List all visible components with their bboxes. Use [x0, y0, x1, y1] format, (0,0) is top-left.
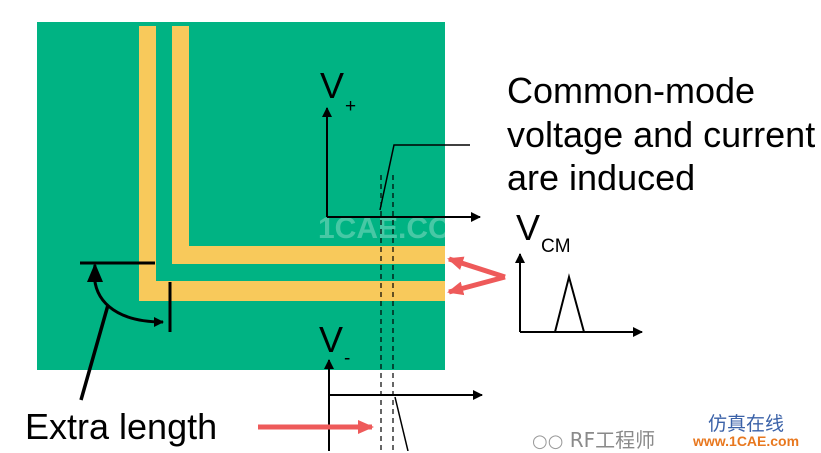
v-plus-main: V — [320, 65, 345, 106]
v-minus-label: V- — [319, 319, 350, 369]
common-mode-line-3: are induced — [507, 157, 696, 198]
wechat-account-name: RF工程师 — [569, 428, 656, 452]
vcm-pulse — [554, 273, 585, 333]
vcm-label: VCM — [516, 207, 571, 257]
common-mode-line-2: voltage and current — [507, 114, 816, 155]
wechat-watermark: ○○ RF工程师 — [532, 424, 655, 453]
site-watermark-url: www.1CAE.com — [693, 433, 800, 449]
extra-length-leader — [79, 304, 110, 401]
v-minus-pulse-edge — [394, 396, 409, 451]
v-minus-subscript: - — [344, 348, 351, 369]
pcb-board — [37, 22, 445, 370]
inner-trace-horizontal — [172, 246, 445, 264]
annotation-pointer-line — [379, 144, 470, 211]
extra-length-curve-start-arrowhead — [87, 263, 103, 282]
red-arrow-to-inner-trace — [447, 256, 506, 280]
v-minus-main: V — [319, 319, 344, 360]
vcm-subscript: CM — [541, 236, 571, 257]
extra-length-label: Extra length — [25, 406, 218, 447]
outer-trace-vertical — [139, 26, 156, 301]
vcm-main: V — [516, 207, 541, 248]
site-watermark-cn: 仿真在线 — [708, 413, 785, 435]
inner-trace-vertical — [172, 26, 189, 264]
red-arrow-to-outer-trace — [447, 274, 506, 296]
common-mode-line-1: Common-mode — [507, 70, 756, 111]
outer-trace-horizontal — [139, 281, 445, 301]
v-plus-subscript: + — [345, 96, 357, 117]
wechat-icon: ○○ — [532, 431, 564, 452]
v-plus-label: V+ — [320, 65, 356, 117]
